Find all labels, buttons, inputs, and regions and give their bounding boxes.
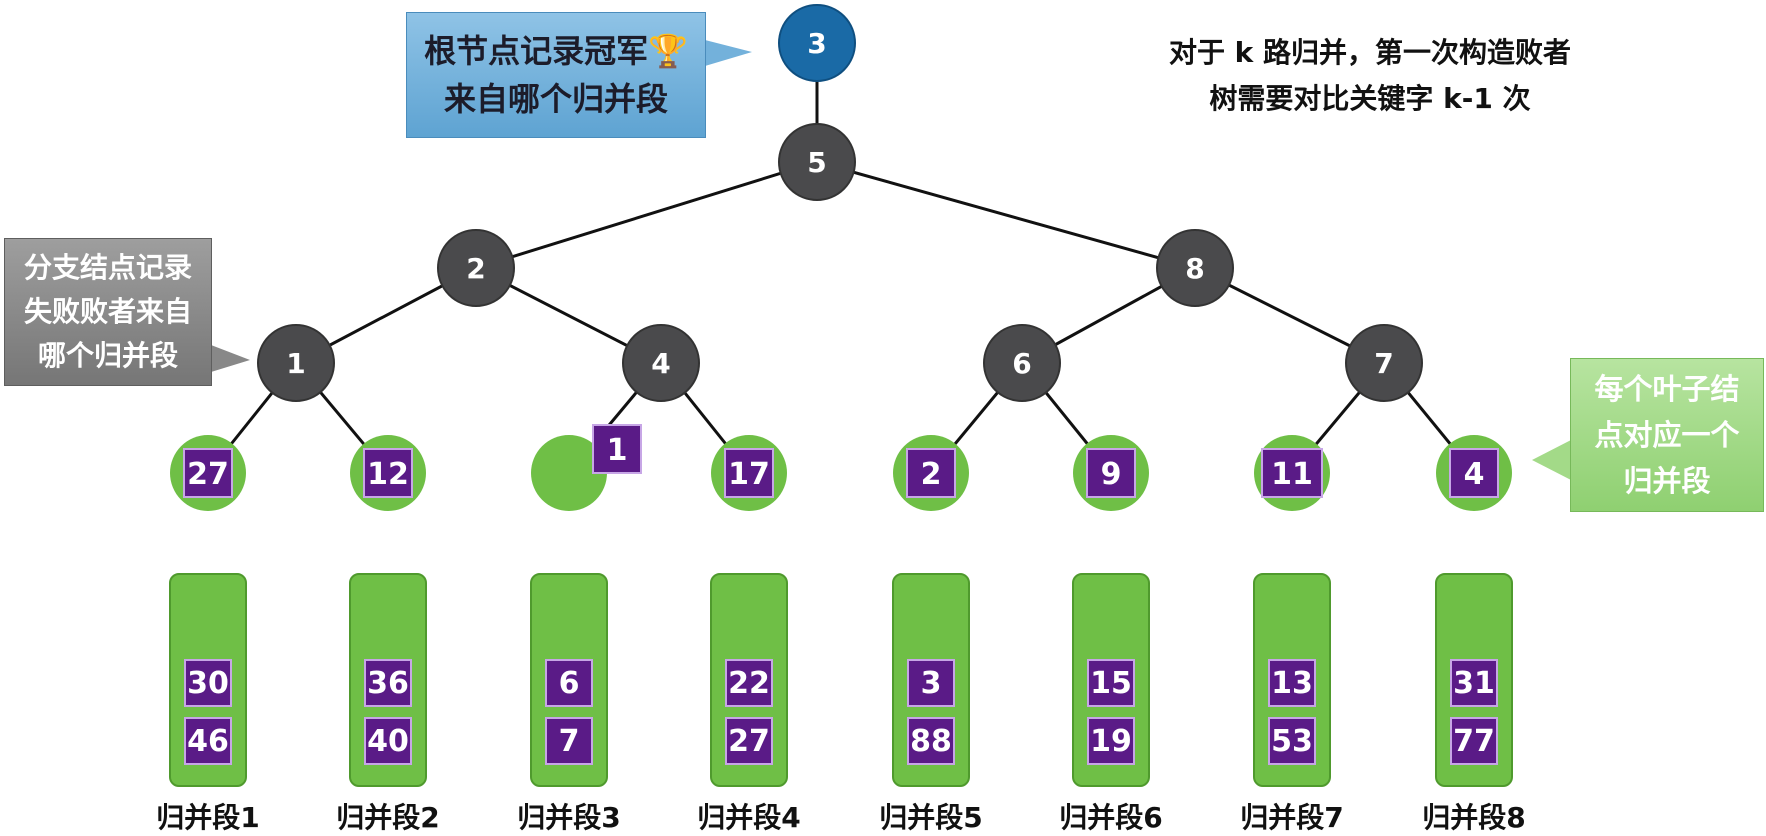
internal-node: 8 bbox=[1156, 229, 1234, 307]
leaf-node: 11 bbox=[1254, 435, 1330, 511]
node-value: 4 bbox=[651, 347, 670, 380]
segment-label: 归并段4 bbox=[697, 801, 801, 834]
note-line: 对于 k 路归并，第一次构造败者 bbox=[1168, 36, 1572, 69]
callout-line: 失败败者来自 bbox=[23, 295, 192, 328]
segment-key: 19 bbox=[1087, 717, 1135, 765]
segment-key: 27 bbox=[725, 717, 773, 765]
branch-callout: 分支结点记录 失败败者来自 哪个归并段 bbox=[4, 238, 212, 386]
merge-segment-column: 3 88 bbox=[892, 573, 970, 787]
node-value: 6 bbox=[1012, 347, 1031, 380]
leaf-key: 11 bbox=[1271, 457, 1313, 492]
segment-key: 53 bbox=[1268, 717, 1316, 765]
merge-segment-column: 36 40 bbox=[349, 573, 427, 787]
kway-merge-note: 对于 k 路归并，第一次构造败者 树需要对比关键字 k-1 次 bbox=[1080, 30, 1660, 122]
node-value: 7 bbox=[1374, 347, 1393, 380]
merge-segment-column: 13 53 bbox=[1253, 573, 1331, 787]
segment-label: 归并段1 bbox=[156, 801, 260, 834]
callout-line: 归并段 bbox=[1623, 464, 1711, 498]
leaf-key: 27 bbox=[187, 457, 229, 492]
segment-key: 13 bbox=[1268, 659, 1316, 707]
callout-line: 分支结点记录 bbox=[23, 251, 192, 284]
segment-label: 归并段5 bbox=[879, 801, 983, 834]
segment-key: 31 bbox=[1450, 659, 1498, 707]
segment-key: 36 bbox=[364, 659, 412, 707]
merge-segment-column: 6 7 bbox=[530, 573, 608, 787]
segment-key: 30 bbox=[184, 659, 232, 707]
internal-node: 2 bbox=[437, 229, 515, 307]
leaf-key: 17 bbox=[728, 457, 770, 492]
leaf-callout-pointer bbox=[1532, 440, 1571, 480]
segment-key: 15 bbox=[1087, 659, 1135, 707]
leaf-key: 2 bbox=[921, 457, 942, 492]
internal-node: 7 bbox=[1345, 324, 1423, 402]
segment-label: 归并段8 bbox=[1422, 801, 1526, 834]
node-value: 1 bbox=[286, 347, 305, 380]
merge-segment-column: 30 46 bbox=[169, 573, 247, 787]
segment-key: 77 bbox=[1450, 717, 1498, 765]
segment-label: 归并段2 bbox=[336, 801, 440, 834]
segment-key: 3 bbox=[907, 659, 955, 707]
segment-key: 7 bbox=[545, 717, 593, 765]
leaf-key: 9 bbox=[1101, 457, 1122, 492]
note-line: 树需要对比关键字 k-1 次 bbox=[1209, 82, 1531, 115]
leaf-node: 27 bbox=[170, 435, 246, 511]
segment-key: 88 bbox=[907, 717, 955, 765]
segment-label: 归并段6 bbox=[1059, 801, 1163, 834]
leaf-key: 12 bbox=[367, 457, 409, 492]
segment-key: 46 bbox=[184, 717, 232, 765]
root-callout-pointer bbox=[705, 40, 752, 66]
root-node-value: 3 bbox=[807, 27, 826, 60]
internal-node-top: 5 bbox=[778, 123, 856, 201]
leaf-node: 12 bbox=[350, 435, 426, 511]
segment-key: 6 bbox=[545, 659, 593, 707]
segment-key: 40 bbox=[364, 717, 412, 765]
branch-callout-pointer bbox=[211, 345, 250, 372]
callout-line: 来自哪个归并段 bbox=[443, 80, 668, 118]
merge-segment-column: 15 19 bbox=[1072, 573, 1150, 787]
leaf-key: 1 bbox=[607, 433, 628, 468]
segment-label: 归并段7 bbox=[1240, 801, 1344, 834]
callout-line: 每个叶子结 bbox=[1594, 372, 1740, 406]
root-node: 3 bbox=[778, 4, 856, 82]
node-value: 2 bbox=[466, 252, 485, 285]
leaf-node: 9 bbox=[1073, 435, 1149, 511]
leaf-node-winner-moved: 1 bbox=[531, 424, 642, 511]
leaf-key: 4 bbox=[1464, 457, 1485, 492]
root-callout: 根节点记录冠军🏆 来自哪个归并段 bbox=[406, 12, 706, 138]
node-value: 8 bbox=[1185, 252, 1204, 285]
internal-node: 4 bbox=[622, 324, 700, 402]
internal-node: 1 bbox=[257, 324, 335, 402]
leaf-node: 17 bbox=[711, 435, 787, 511]
internal-node: 6 bbox=[983, 324, 1061, 402]
leaf-node: 4 bbox=[1436, 435, 1512, 511]
callout-line: 点对应一个 bbox=[1594, 418, 1740, 452]
leaf-node: 2 bbox=[893, 435, 969, 511]
segment-label: 归并段3 bbox=[517, 801, 621, 834]
node-value: 5 bbox=[807, 146, 826, 179]
callout-line: 哪个归并段 bbox=[37, 339, 178, 372]
segment-key: 22 bbox=[725, 659, 773, 707]
edge bbox=[816, 160, 1196, 270]
callout-line: 根节点记录冠军🏆 bbox=[424, 32, 688, 70]
merge-segment-column: 31 77 bbox=[1435, 573, 1513, 787]
edge bbox=[475, 160, 818, 270]
leaf-callout: 每个叶子结 点对应一个 归并段 bbox=[1570, 358, 1764, 512]
merge-segment-column: 22 27 bbox=[710, 573, 788, 787]
